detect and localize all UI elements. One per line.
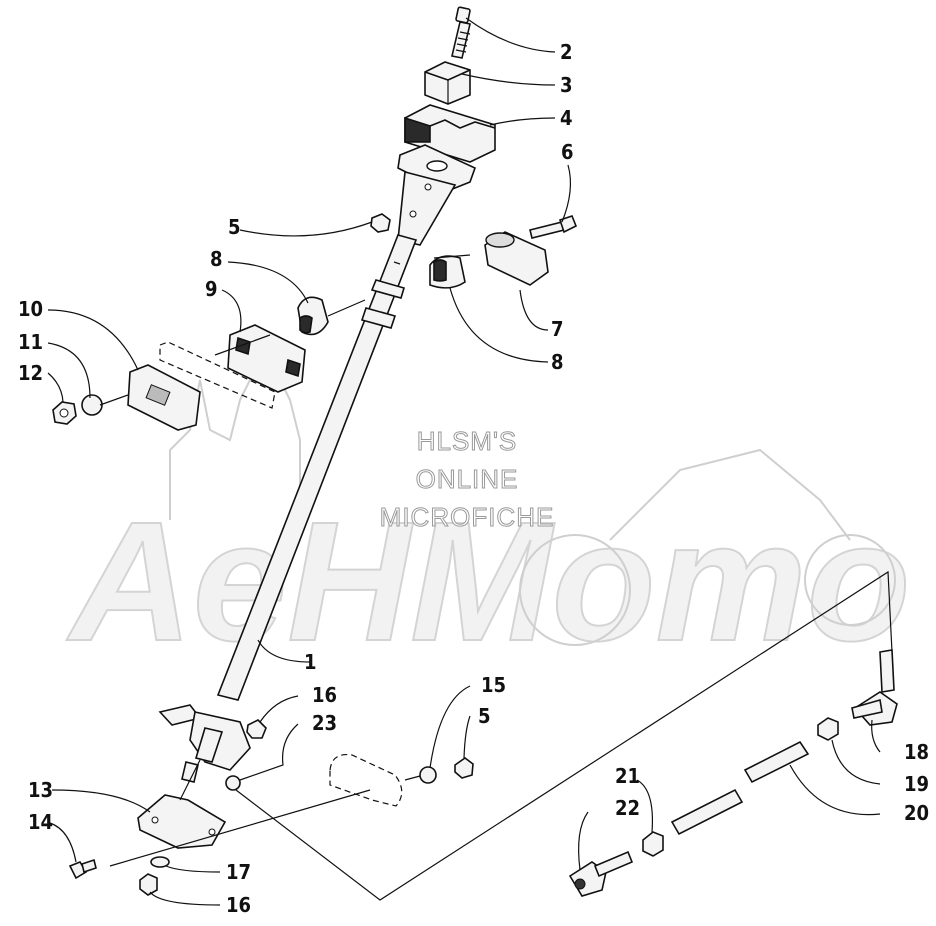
callout-20: 20 — [904, 801, 929, 825]
part-tie-rod-end-right — [851, 649, 898, 726]
watermark-logo: AeHMomo — [65, 329, 912, 678]
part-tie-rod — [670, 740, 810, 836]
callout-3: 3 — [560, 73, 573, 97]
callout-16-upper: 16 — [312, 683, 337, 707]
callout-4: 4 — [560, 106, 573, 130]
part-clamp-9 — [227, 324, 306, 393]
part-bolt-6 — [529, 215, 578, 239]
callout-6: 6 — [561, 140, 574, 164]
part-steering-post-top — [397, 144, 476, 246]
watermark-line-1: HLSM'S — [417, 426, 518, 456]
callout-1: 1 — [304, 650, 317, 674]
callout-12: 12 — [18, 361, 43, 385]
part-tie-rod-end-left — [568, 850, 634, 897]
part-bracket-10 — [127, 364, 201, 431]
callout-8-left: 8 — [210, 247, 223, 271]
callout-19: 19 — [904, 772, 929, 796]
callout-9: 9 — [205, 277, 218, 301]
callout-11: 11 — [18, 330, 43, 354]
part-clamp-7 — [484, 231, 549, 286]
part-bolt-14 — [68, 858, 97, 880]
callout-labels: 1 2 3 4 5 5 6 7 8 8 9 10 11 12 13 14 15 … — [18, 40, 929, 917]
part-nut-19 — [817, 717, 839, 741]
part-nut-16-upper — [246, 719, 267, 739]
part-bracket-13 — [137, 794, 227, 849]
watermark-line-2: ONLINE — [416, 464, 519, 494]
part-nut-21 — [642, 831, 664, 857]
part-bushing-left — [297, 296, 329, 336]
callout-7: 7 — [551, 317, 564, 341]
part-washer-11 — [81, 394, 103, 416]
callout-21: 21 — [615, 764, 640, 788]
callout-18: 18 — [904, 740, 929, 764]
callout-13: 13 — [28, 778, 53, 802]
callout-15: 15 — [481, 673, 506, 697]
callout-8-right: 8 — [551, 350, 564, 374]
part-mount-outline — [159, 341, 276, 409]
callout-17: 17 — [226, 860, 251, 884]
callout-23: 23 — [312, 711, 337, 735]
part-washer-15 — [419, 766, 437, 784]
callout-2: 2 — [560, 40, 573, 64]
part-bolt-top — [451, 6, 471, 59]
part-nut-upper — [370, 213, 391, 233]
part-steering-post-tube — [216, 234, 418, 701]
callout-10: 10 — [18, 297, 43, 321]
part-washer-17 — [150, 856, 170, 868]
callout-22: 22 — [615, 796, 640, 820]
part-nut-16-lower — [139, 873, 158, 896]
part-steering-post-bottom — [158, 704, 251, 783]
watermark-text: HLSM'S ONLINE MICROFICHE — [379, 426, 555, 533]
part-nut-12 — [52, 401, 77, 425]
part-clamp-block — [424, 61, 471, 105]
part-nut-lower — [454, 757, 474, 779]
part-plate-outline — [329, 753, 403, 807]
assembly-lines — [99, 254, 893, 901]
part-bushing-right — [429, 255, 466, 289]
watermark-line-3: MICROFICHE — [380, 502, 555, 532]
callout-16-lower: 16 — [226, 893, 251, 917]
callout-5-lower: 5 — [478, 704, 491, 728]
callout-14: 14 — [28, 810, 53, 834]
watermark-logo-text: AeHMomo — [66, 487, 911, 677]
callout-5-upper: 5 — [228, 215, 241, 239]
part-washer-23 — [225, 775, 241, 791]
leader-lines — [47, 17, 881, 906]
